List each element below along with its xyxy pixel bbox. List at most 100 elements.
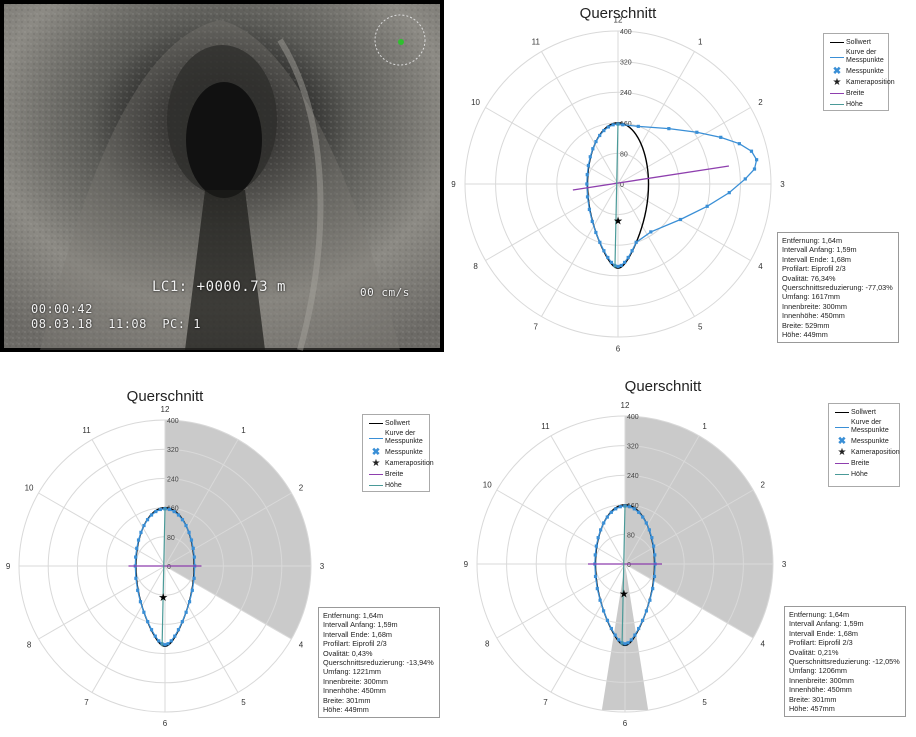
measurement-point xyxy=(591,147,595,151)
clock-label: 2 xyxy=(299,484,304,493)
legend-sollwert: Sollwert xyxy=(851,408,876,416)
radial-tick-label: 320 xyxy=(167,447,179,454)
radial-tick-label: 80 xyxy=(620,151,628,158)
grid-spoke xyxy=(91,565,166,693)
info-line: Intervall Anfang: 1,59m xyxy=(782,245,857,255)
legend-kamera: Kameraposition xyxy=(385,459,434,467)
hoehe-line xyxy=(614,122,619,269)
measurement-point xyxy=(626,641,630,645)
grid-spoke xyxy=(496,563,626,639)
info-line: Intervall Anfang: 1,59m xyxy=(323,620,398,630)
clock-label: 7 xyxy=(84,698,89,707)
blind-sector xyxy=(625,416,773,638)
measurement-point xyxy=(180,518,185,522)
camera-star: ★ xyxy=(613,215,623,227)
measurement-point xyxy=(590,219,594,224)
sollwert-swatch xyxy=(369,423,383,424)
info-line: Querschnittsreduzierung: -13,94% xyxy=(323,658,434,668)
measurement-point xyxy=(169,639,173,643)
measurement-point xyxy=(135,546,139,550)
measurement-point xyxy=(606,125,610,129)
legend-kurve-1: Kurve der xyxy=(846,49,877,56)
measurement-point xyxy=(636,124,640,128)
measurement-point xyxy=(158,507,162,512)
camera-star-icon: ★ xyxy=(371,457,381,469)
measurement-point xyxy=(145,518,150,522)
clock-label: 9 xyxy=(6,562,11,571)
measurement-point xyxy=(609,626,613,631)
info-line: Entfernung: 1,64m xyxy=(782,236,843,245)
measurement-point xyxy=(176,628,181,632)
clock-label: 6 xyxy=(623,719,628,728)
measurement-point xyxy=(633,633,637,637)
measurement-point xyxy=(652,544,656,548)
hoehe-swatch xyxy=(369,485,383,486)
grid-spoke xyxy=(617,183,695,317)
clock-label: 9 xyxy=(464,560,469,569)
grid-spoke xyxy=(485,107,619,185)
grid-spoke xyxy=(485,183,619,261)
legend-sollwert: Sollwert xyxy=(385,419,410,427)
clock-label: 6 xyxy=(616,344,621,352)
grid-spoke xyxy=(541,51,619,185)
radial-tick-label: 320 xyxy=(620,60,632,67)
hoehe-line xyxy=(621,504,626,646)
radial-tick-label: 0 xyxy=(620,182,624,189)
chart-title: Querschnitt xyxy=(624,378,702,395)
clock-label: 1 xyxy=(241,426,246,435)
measurement-point xyxy=(617,638,621,642)
measurement-point xyxy=(187,600,192,604)
legend-breite: Breite xyxy=(846,89,865,97)
camera-view: LC1: +0000.73 m 00 cm/s 00:00:42 08.03.1… xyxy=(0,0,444,352)
measurement-point xyxy=(598,598,602,602)
info-line: Innenbreite: 300mm xyxy=(323,676,388,686)
measurement-point xyxy=(586,163,590,168)
radial-tick-label: 320 xyxy=(627,444,639,451)
clock-label: 1 xyxy=(702,422,707,431)
measurement-point xyxy=(719,135,723,139)
clock-label: 5 xyxy=(241,698,246,707)
pipe-image xyxy=(4,4,440,351)
grid-spoke xyxy=(550,435,626,565)
radial-tick-label: 0 xyxy=(167,564,171,571)
kurve-swatch xyxy=(830,56,844,58)
grid-spoke xyxy=(550,563,626,693)
legend-messpunkte: Messpunkte xyxy=(385,448,423,456)
info-box: Entfernung: 1,64m Intervall Anfang: 1,59… xyxy=(777,232,899,344)
info-line: Ovalität: 0,21% xyxy=(789,647,839,657)
measurement-point xyxy=(594,230,598,235)
measurement-point xyxy=(184,523,188,528)
grid-spoke xyxy=(617,107,751,185)
clock-label: 12 xyxy=(614,16,623,25)
legend-hoehe: Höhe xyxy=(385,481,402,489)
measurement-point xyxy=(598,133,602,138)
legend-kurve-1: Kurve der xyxy=(851,419,882,426)
grid-spoke xyxy=(164,565,239,693)
info-line: Breite: 529mm xyxy=(782,320,830,330)
radial-tick-label: 0 xyxy=(627,562,631,569)
measurement-point xyxy=(618,505,622,509)
measurement-point xyxy=(588,155,592,159)
messpunkte-marker-icon: ✖ xyxy=(832,65,842,77)
measurement-point xyxy=(637,626,641,631)
sollwert-swatch xyxy=(835,412,849,413)
measurement-point xyxy=(652,574,657,579)
measurement-point xyxy=(595,587,599,591)
info-line: Innenbreite: 300mm xyxy=(782,301,847,311)
legend-kurve-2: Messpunkte xyxy=(385,438,423,445)
measurement-point xyxy=(630,249,634,253)
measurement-point xyxy=(149,628,154,632)
measurement-point xyxy=(644,521,648,525)
breite-swatch xyxy=(835,463,849,464)
grid-spoke xyxy=(38,565,166,640)
hoehe-line xyxy=(161,507,166,647)
clock-label: 4 xyxy=(299,640,304,649)
clock-label: 5 xyxy=(702,698,707,707)
measurement-point xyxy=(649,230,653,234)
measurement-point xyxy=(138,600,143,604)
measurement-point xyxy=(743,177,747,181)
radial-tick-label: 80 xyxy=(167,535,175,542)
